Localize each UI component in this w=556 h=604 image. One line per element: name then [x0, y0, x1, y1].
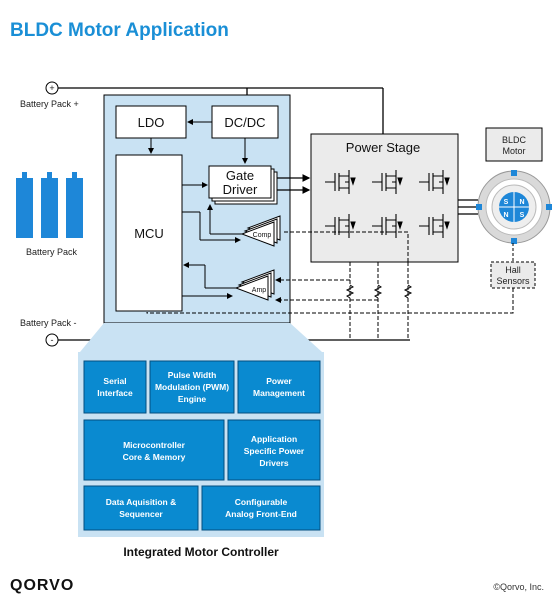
pwm-engine-block	[149, 360, 235, 414]
comp-label: Comp	[253, 232, 272, 239]
minus-symbol: -	[51, 335, 54, 345]
copyright: ©Qorvo, Inc.	[493, 582, 544, 592]
mcu-core-block	[83, 419, 225, 481]
pwm-line2: Modulation (PWM)	[155, 382, 229, 392]
power-mgmt-line1: Power	[266, 376, 292, 386]
shunt-resistors	[345, 284, 413, 299]
power-management-block	[237, 360, 321, 414]
mcu-label: MCU	[134, 226, 164, 241]
hall-line2: Sensors	[496, 276, 530, 286]
diagram-title: BLDC Motor Application	[10, 20, 229, 41]
mcu-block	[115, 154, 183, 312]
pwm-line1: Pulse Width	[168, 370, 217, 380]
battery-pack-label: Battery Pack	[26, 247, 78, 257]
asp-line3: Drivers	[259, 458, 289, 468]
hall-line1: Hall	[505, 265, 521, 275]
ldo-label: LDO	[138, 115, 165, 130]
pole-n2: N	[503, 212, 508, 219]
amp-label: Amp	[252, 287, 267, 294]
pole-s1: S	[504, 199, 509, 206]
asp-line2: Specific Power	[244, 446, 305, 456]
power-mgmt-line2: Management	[253, 388, 305, 398]
gate-driver-line2: Driver	[223, 182, 258, 197]
afe-line1: Configurable	[235, 497, 288, 507]
qorvo-logo: QORVO	[10, 577, 74, 594]
pole-n1: N	[519, 199, 524, 206]
controller-caption: Integrated Motor Controller	[123, 545, 279, 559]
asp-line1: Application	[251, 434, 297, 444]
afe-line2: Analog Front-End	[225, 509, 297, 519]
callout-funnel	[80, 323, 322, 352]
comparator-icon	[240, 215, 281, 247]
daq-line1: Data Aquisition &	[106, 497, 177, 507]
ldo-block	[115, 105, 187, 139]
power-stage-label: Power Stage	[346, 140, 420, 155]
gate-driver-block	[208, 165, 278, 205]
battery-pack-icon	[16, 172, 83, 238]
gate-driver-line1: Gate	[226, 168, 254, 183]
power-stage-block	[310, 133, 459, 263]
bldc-motor-line2: Motor	[502, 146, 525, 156]
motor-icon	[476, 170, 552, 244]
pole-s2: S	[520, 212, 525, 219]
plus-symbol: +	[49, 83, 54, 93]
hall-sensors-box	[490, 261, 536, 289]
hall-feedback	[146, 288, 514, 314]
serial-line2: Interface	[97, 388, 133, 398]
serial-interface-block	[83, 360, 147, 414]
bldc-motor-line1: BLDC	[502, 135, 527, 145]
bldc-motor-box	[485, 127, 543, 162]
battery-minus-label: Battery Pack -	[20, 318, 77, 328]
sense-to-comp	[284, 231, 409, 262]
asp-drivers-block	[227, 419, 321, 481]
serial-line1: Serial	[103, 376, 126, 386]
battery-plus-label: Battery Pack +	[20, 99, 79, 109]
mosfet-icons	[325, 170, 450, 238]
daq-line2: Sequencer	[119, 509, 163, 519]
amplifier-icon	[234, 269, 275, 301]
data-acquisition-block	[83, 485, 199, 531]
mcu-core-line2: Core & Memory	[123, 452, 186, 462]
dcdc-label: DC/DC	[224, 115, 265, 130]
mcu-core-line1: Microcontroller	[123, 440, 186, 450]
analog-front-end-block	[201, 485, 321, 531]
pwm-line3: Engine	[178, 394, 207, 404]
